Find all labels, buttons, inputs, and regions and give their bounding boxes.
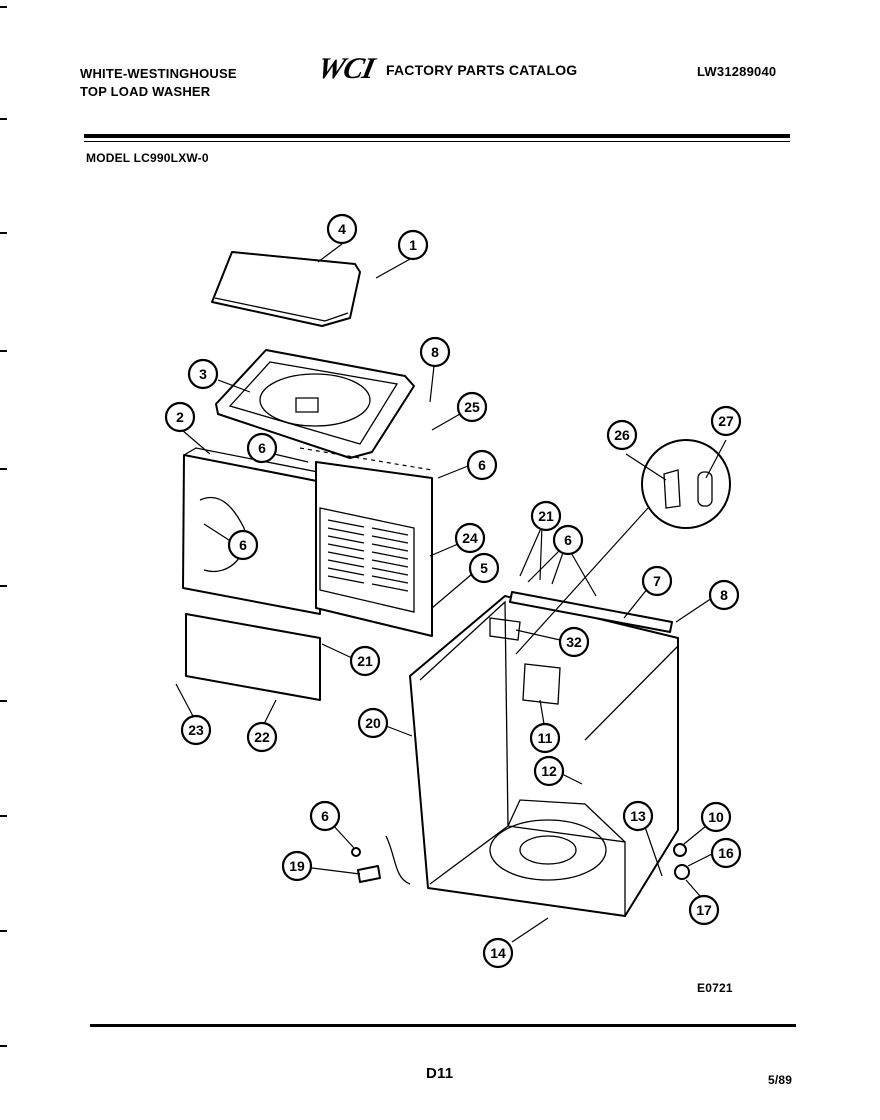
svg-text:1: 1 bbox=[409, 237, 417, 253]
callout-4: 4 bbox=[326, 213, 358, 245]
svg-text:6: 6 bbox=[239, 537, 247, 553]
svg-text:19: 19 bbox=[289, 858, 305, 874]
svg-text:5: 5 bbox=[480, 560, 488, 576]
svg-text:21: 21 bbox=[357, 653, 373, 669]
callout-6: 6 bbox=[309, 800, 341, 832]
svg-text:32: 32 bbox=[566, 634, 582, 650]
callout-23: 23 bbox=[180, 714, 212, 746]
callout-20: 20 bbox=[357, 707, 389, 739]
svg-text:17: 17 bbox=[696, 902, 712, 918]
screw-part bbox=[351, 847, 361, 857]
front-kick-panel-part bbox=[185, 613, 321, 701]
model-number: MODEL LC990LXW-0 bbox=[86, 151, 209, 165]
figure-code: E0721 bbox=[697, 981, 733, 995]
svg-text:27: 27 bbox=[718, 413, 734, 429]
header-rule-thin bbox=[84, 141, 790, 142]
catalog-number: LW31289040 bbox=[697, 64, 777, 79]
footer-rule bbox=[90, 1024, 796, 1027]
svg-text:22: 22 bbox=[254, 729, 270, 745]
callout-8: 8 bbox=[708, 579, 740, 611]
svg-text:26: 26 bbox=[614, 427, 630, 443]
svg-text:8: 8 bbox=[431, 344, 439, 360]
callout-10: 10 bbox=[700, 801, 732, 833]
top-frame-part bbox=[215, 349, 415, 459]
callout-5: 5 bbox=[468, 552, 500, 584]
leader-lines bbox=[175, 243, 727, 943]
callout-11: 11 bbox=[529, 722, 561, 754]
drain-hose-part bbox=[385, 835, 411, 885]
svg-text:6: 6 bbox=[564, 532, 572, 548]
callout-13: 13 bbox=[622, 800, 654, 832]
callout-6: 6 bbox=[466, 449, 498, 481]
top-brace-part bbox=[509, 591, 673, 633]
svg-text:10: 10 bbox=[708, 809, 724, 825]
svg-text:24: 24 bbox=[462, 530, 478, 546]
callout-17: 17 bbox=[688, 894, 720, 926]
binding-edge-marks bbox=[0, 0, 8, 1120]
svg-text:25: 25 bbox=[464, 399, 480, 415]
svg-text:3: 3 bbox=[199, 366, 207, 382]
svg-text:6: 6 bbox=[258, 440, 266, 456]
callout-7: 7 bbox=[641, 565, 673, 597]
callout-27: 27 bbox=[710, 405, 742, 437]
callout-8: 8 bbox=[419, 336, 451, 368]
callout-21: 21 bbox=[530, 500, 562, 532]
catalog-title: FACTORY PARTS CATALOG bbox=[386, 62, 578, 78]
callout-26: 26 bbox=[606, 419, 638, 451]
brand-line-1: WHITE-WESTINGHOUSE bbox=[80, 66, 237, 81]
svg-text:7: 7 bbox=[653, 573, 661, 589]
svg-text:16: 16 bbox=[718, 845, 734, 861]
callout-24: 24 bbox=[454, 522, 486, 554]
svg-text:6: 6 bbox=[321, 808, 329, 824]
svg-text:20: 20 bbox=[365, 715, 381, 731]
callout-12: 12 bbox=[533, 755, 565, 787]
svg-text:8: 8 bbox=[720, 587, 728, 603]
leveling-leg-part bbox=[674, 864, 690, 880]
svg-text:12: 12 bbox=[541, 763, 557, 779]
hose-clamp-part bbox=[357, 865, 381, 883]
callout-22: 22 bbox=[246, 721, 278, 753]
callout-6: 6 bbox=[246, 432, 278, 464]
callout-2: 2 bbox=[164, 401, 196, 433]
header-rule-thick bbox=[84, 134, 790, 138]
callout-3: 3 bbox=[187, 358, 219, 390]
back-panel-part bbox=[299, 447, 433, 637]
page-code: D11 bbox=[426, 1065, 454, 1082]
washer-part bbox=[673, 843, 687, 857]
svg-text:6: 6 bbox=[478, 457, 486, 473]
callout-19: 19 bbox=[281, 850, 313, 882]
callout-32: 32 bbox=[558, 626, 590, 658]
lid-part bbox=[211, 251, 361, 327]
svg-text:4: 4 bbox=[338, 221, 346, 237]
svg-text:2: 2 bbox=[176, 409, 184, 425]
callout-6: 6 bbox=[227, 529, 259, 561]
svg-text:13: 13 bbox=[630, 808, 646, 824]
callout-1: 1 bbox=[397, 229, 429, 261]
detail-inset bbox=[515, 439, 731, 655]
svg-text:11: 11 bbox=[538, 730, 553, 746]
svg-text:14: 14 bbox=[490, 945, 506, 961]
revision-date: 5/89 bbox=[768, 1073, 793, 1087]
console-front-part bbox=[182, 447, 330, 615]
callout-6: 6 bbox=[552, 524, 584, 556]
cabinet-part bbox=[409, 595, 679, 917]
callout-21: 21 bbox=[349, 645, 381, 677]
callout-16: 16 bbox=[710, 837, 742, 869]
brand-line-2: TOP LOAD WASHER bbox=[80, 84, 211, 99]
callout-25: 25 bbox=[456, 391, 488, 423]
svg-text:21: 21 bbox=[538, 508, 554, 524]
callout-14: 14 bbox=[482, 937, 514, 969]
svg-text:23: 23 bbox=[188, 722, 204, 738]
